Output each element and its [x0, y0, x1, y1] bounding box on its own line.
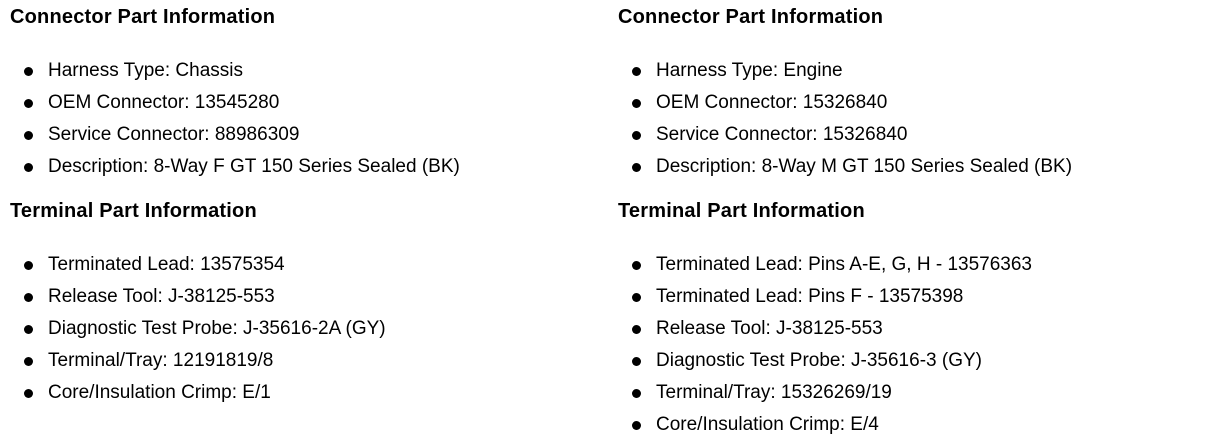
list-item-core-insulation-crimp: Core/Insulation Crimp: E/4 [632, 409, 1216, 441]
list-item-harness-type: Harness Type: Engine [632, 55, 1216, 87]
list-item-terminated-lead-pins-aegh: Terminated Lead: Pins A-E, G, H - 135763… [632, 249, 1216, 281]
left-column: Connector Part Information Harness Type:… [0, 5, 608, 441]
right-column: Connector Part Information Harness Type:… [608, 5, 1216, 441]
connector-part-info-heading: Connector Part Information [10, 6, 276, 28]
list-item-terminal-tray: Terminal/Tray: 15326269/19 [632, 377, 1216, 409]
list-item-description: Description: 8-Way M GT 150 Series Seale… [632, 151, 1216, 183]
list-item-oem-connector: OEM Connector: 15326840 [632, 87, 1216, 119]
list-item-service-connector: Service Connector: 88986309 [24, 119, 608, 151]
terminal-part-info-heading: Terminal Part Information [10, 200, 257, 222]
list-item-core-insulation-crimp: Core/Insulation Crimp: E/1 [24, 377, 608, 409]
list-item-service-connector: Service Connector: 15326840 [632, 119, 1216, 151]
terminal-info-list: Terminated Lead: 13575354 Release Tool: … [10, 249, 608, 409]
list-item-diagnostic-test-probe: Diagnostic Test Probe: J-35616-3 (GY) [632, 345, 1216, 377]
terminal-part-info-section: Terminal Part Information Terminated Lea… [10, 199, 608, 409]
connector-part-info-section: Connector Part Information Harness Type:… [618, 5, 1216, 183]
list-item-diagnostic-test-probe: Diagnostic Test Probe: J-35616-2A (GY) [24, 313, 608, 345]
connector-part-info-section: Connector Part Information Harness Type:… [10, 5, 608, 183]
list-item-terminal-tray: Terminal/Tray: 12191819/8 [24, 345, 608, 377]
terminal-part-info-heading: Terminal Part Information [618, 200, 865, 222]
list-item-release-tool: Release Tool: J-38125-553 [632, 313, 1216, 345]
list-item-description: Description: 8-Way F GT 150 Series Seale… [24, 151, 608, 183]
connector-info-list: Harness Type: Chassis OEM Connector: 135… [10, 55, 608, 183]
terminal-part-info-section: Terminal Part Information Terminated Lea… [618, 199, 1216, 441]
list-item-oem-connector: OEM Connector: 13545280 [24, 87, 608, 119]
connector-part-info-heading: Connector Part Information [618, 6, 884, 28]
list-item-terminated-lead: Terminated Lead: 13575354 [24, 249, 608, 281]
list-item-release-tool: Release Tool: J-38125-553 [24, 281, 608, 313]
list-item-terminated-lead-pins-f: Terminated Lead: Pins F - 13575398 [632, 281, 1216, 313]
connector-info-list: Harness Type: Engine OEM Connector: 1532… [618, 55, 1216, 183]
terminal-info-list: Terminated Lead: Pins A-E, G, H - 135763… [618, 249, 1216, 441]
list-item-harness-type: Harness Type: Chassis [24, 55, 608, 87]
